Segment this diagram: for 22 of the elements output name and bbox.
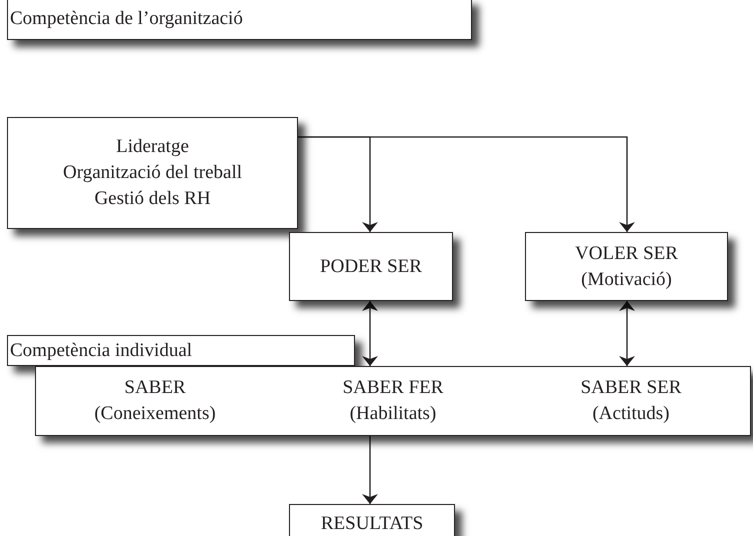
box-label: PODER SER <box>320 254 422 278</box>
box-label: RESULTATS <box>320 512 424 536</box>
process-box <box>289 232 453 301</box>
arrow <box>362 436 378 504</box>
box-label: Organització del treball <box>62 161 242 185</box>
arrow <box>362 301 378 366</box>
heading-box <box>7 335 355 366</box>
box-label: Lideratge <box>116 135 189 159</box>
box-label: SABER SER (Actituds) <box>580 376 682 426</box>
process-box <box>7 117 298 229</box>
box-label: VOLER SER (Motivació) <box>574 242 679 292</box>
box-label: SABER FER (Habilitats) <box>342 376 444 426</box>
box-label: Competència individual <box>10 338 192 362</box>
arrow <box>619 301 635 366</box>
box-label: Gestió dels RH <box>94 187 211 211</box>
box-label: SABER (Coneixements) <box>93 376 217 426</box>
arrow <box>298 136 635 232</box>
process-box <box>525 232 728 301</box>
heading-box <box>7 0 472 40</box>
result-box <box>289 504 455 536</box>
competence-box <box>35 366 751 436</box>
box-label: Competència de l’organització <box>10 7 243 31</box>
